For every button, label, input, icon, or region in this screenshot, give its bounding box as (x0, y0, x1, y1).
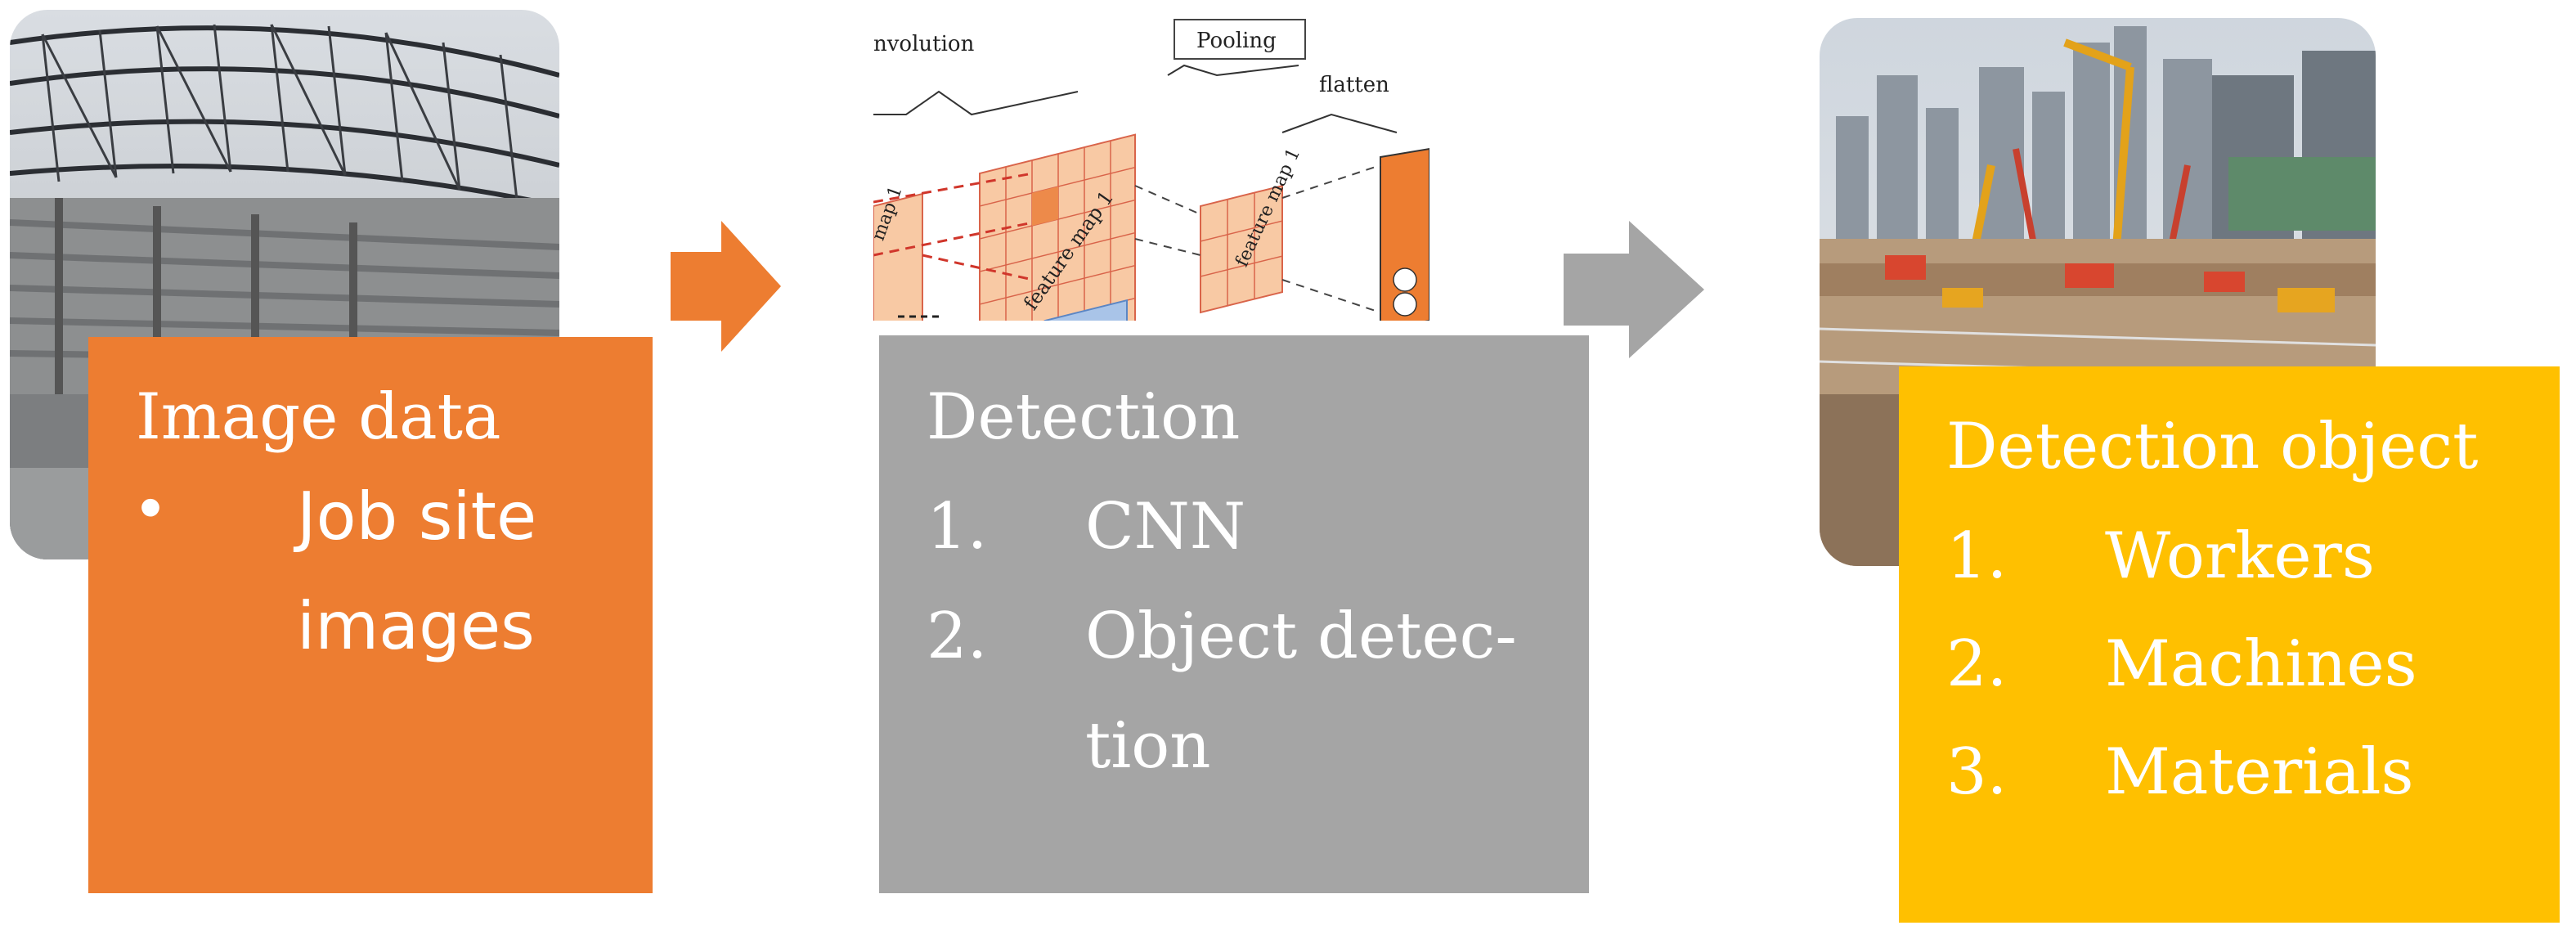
bullet-line-2: images (297, 588, 535, 664)
flatten-label: flatten (1319, 73, 1389, 97)
bullet: • (139, 470, 163, 543)
convolution-label: nvolution (873, 32, 975, 56)
image-data-box: Image data • Job site images (88, 337, 653, 893)
detection-item-1-num: 1. (927, 490, 988, 564)
detection-item-1-text: CNN (1085, 490, 1246, 564)
bullet-line-1: Job site (297, 478, 537, 555)
detection-box: Detection 1. CNN 2. Object detec- tion (879, 335, 1589, 893)
cnn-architecture-illustration: nvolution Pooling flatten map 1 feature … (873, 10, 1429, 321)
object-item-1-num: 1. (1946, 519, 2008, 593)
right-arrow-icon (671, 221, 781, 352)
object-item-3-text: Materials (2105, 735, 2414, 809)
pooling-label: Pooling (1196, 29, 1277, 53)
object-item-2-text: Machines (2105, 627, 2417, 701)
detection-title: Detection (927, 380, 1241, 454)
detection-item-2-num: 2. (927, 600, 988, 673)
detection-object-box: Detection object 1. Workers 2. Machines … (1899, 366, 2560, 923)
object-item-1-text: Workers (2105, 519, 2375, 593)
image-data-title: Image data (136, 380, 501, 454)
detection-item-2-line-1: Object detec- (1085, 600, 1517, 673)
detection-object-title: Detection object (1946, 410, 2479, 483)
object-item-3-num: 3. (1946, 735, 2008, 809)
right-arrow-icon (1564, 221, 1704, 358)
object-item-2-num: 2. (1946, 627, 2008, 701)
detection-item-2-line-2: tion (1085, 709, 1211, 783)
